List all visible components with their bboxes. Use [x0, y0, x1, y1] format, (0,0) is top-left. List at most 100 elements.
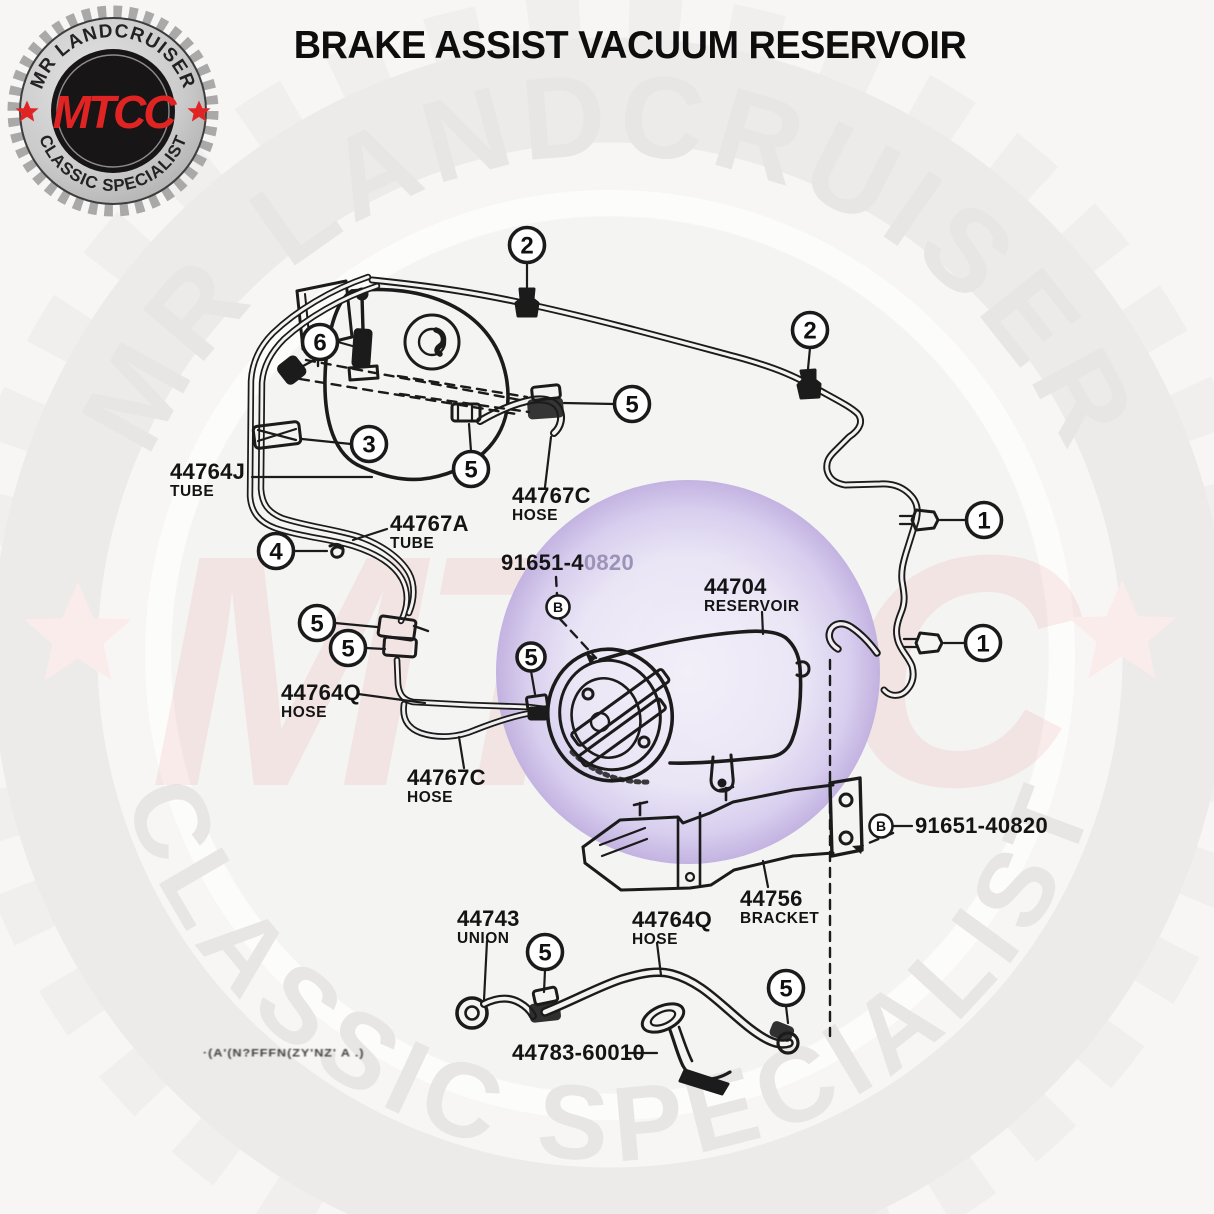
part-number: 91651-40820	[915, 813, 1048, 838]
logo-stars	[15, 100, 211, 122]
callout-number: 5	[464, 457, 477, 484]
callout-number: 4	[269, 539, 283, 566]
star-icon	[15, 100, 39, 122]
callout-circle	[507, 225, 547, 265]
callout-1: 1	[964, 500, 1004, 540]
reservoir-drawing	[545, 629, 811, 793]
leader-line	[529, 669, 537, 696]
callout-circle	[766, 968, 806, 1008]
callout-4: 4	[256, 531, 296, 571]
callout-5: 5	[766, 968, 806, 1008]
callout-5: 5	[612, 384, 652, 424]
callout-circle	[612, 384, 652, 424]
leader-line	[482, 939, 489, 1002]
callout-2: 2	[507, 225, 547, 265]
callout-number: 5	[538, 940, 551, 967]
callout-circle	[515, 641, 547, 673]
callout-5: 5	[297, 603, 337, 643]
leader-line	[300, 437, 353, 446]
callout-number: 1	[977, 508, 990, 535]
leader-line	[364, 646, 387, 651]
part-name: BRACKET	[740, 910, 819, 927]
leader-line	[356, 692, 427, 705]
part-name: HOSE	[512, 507, 558, 524]
part-name: HOSE	[632, 931, 678, 948]
callout-5: 5	[525, 932, 565, 972]
leader-line	[333, 621, 379, 629]
star-icon	[1068, 580, 1176, 679]
star-icon	[187, 100, 211, 122]
callout-circle	[964, 500, 1004, 540]
part-name: HOSE	[281, 704, 327, 721]
leader-line	[806, 346, 812, 371]
star-icon	[24, 582, 132, 681]
callout-circle	[451, 449, 491, 489]
callout-circle	[297, 603, 337, 643]
leader-line	[351, 527, 389, 542]
bottom-hose-drawing	[455, 967, 800, 1096]
callout-5: 5	[515, 641, 547, 673]
callout-number: 2	[803, 318, 816, 345]
part-name: RESERVOIR	[704, 598, 800, 615]
callout-5: 5	[451, 449, 491, 489]
callout-number: B	[553, 599, 563, 615]
callout-circle	[328, 628, 368, 668]
callout-number: 1	[976, 631, 989, 658]
bolt-fittings-drawing	[514, 287, 822, 400]
callout-number: 3	[362, 432, 375, 459]
leader-line	[467, 422, 473, 453]
part-number: 44767C	[512, 483, 591, 508]
callout-circle	[545, 594, 571, 620]
callout-circle	[349, 424, 389, 464]
callout-1: 1	[963, 623, 1003, 663]
leader-line	[784, 1004, 790, 1025]
leader-line	[761, 859, 770, 889]
part-name: HOSE	[407, 789, 453, 806]
leader-line	[760, 610, 765, 636]
leader-line	[562, 401, 616, 406]
callout-number: 2	[520, 233, 533, 260]
callout-circle	[790, 310, 830, 350]
part-name: UNION	[457, 930, 509, 947]
left-tube-bundle-drawing	[246, 273, 430, 659]
part-number: 44767C	[407, 765, 486, 790]
fine-print-note: ·(A'(N?FFFN(ZY'NZ' A .)	[203, 1046, 365, 1060]
part-number: 44764J	[170, 459, 245, 484]
part-name: TUBE	[390, 535, 434, 552]
callout-B: B	[545, 594, 571, 620]
callout-number: B	[876, 818, 886, 834]
callout-circle	[256, 531, 296, 571]
callout-circle	[300, 322, 340, 362]
callout-6: 6	[300, 322, 340, 362]
dashed-arrowheads	[585, 652, 864, 854]
leader-line	[655, 941, 663, 977]
callout-circle	[868, 813, 894, 839]
part-name: TUBE	[170, 483, 214, 500]
part-number: 44764Q	[632, 907, 712, 932]
part-label-91651-40820: 91651-40820	[915, 813, 1048, 838]
part-label-91651-40820: 91651-40820	[501, 550, 634, 575]
page-title: BRAKE ASSIST VACUUM RESERVOIR	[293, 24, 967, 67]
part-number: 44764Q	[281, 680, 361, 705]
callout-number: 6	[313, 330, 326, 357]
callout-number: 5	[310, 611, 323, 638]
callout-number: 5	[341, 636, 354, 663]
callout-number: 5	[779, 976, 792, 1003]
elbow-hose-drawing	[825, 620, 881, 657]
leader-line	[542, 968, 547, 994]
bracket-drawing	[581, 776, 864, 892]
logo-gear	[7, 5, 219, 217]
part-number: 44767A	[390, 511, 469, 536]
part-number: 44743	[457, 906, 520, 931]
callout-circle	[963, 623, 1003, 663]
dashed-guides	[298, 358, 895, 1038]
